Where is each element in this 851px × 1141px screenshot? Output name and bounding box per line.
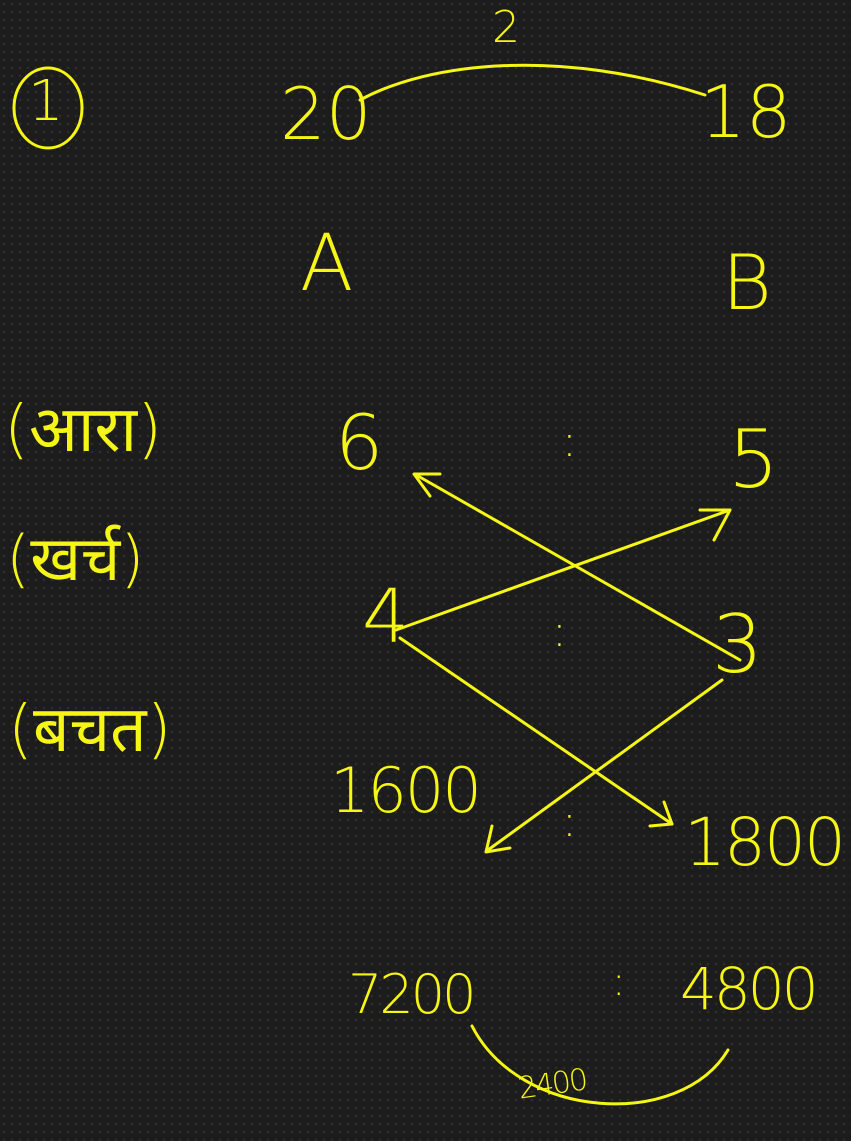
cross-arrow-3-to-6: [416, 474, 742, 662]
problem-number-circle: [12, 66, 84, 150]
row-income-a: 6: [335, 398, 384, 487]
ratio-arc: [358, 63, 707, 102]
problem-number: 1: [28, 69, 64, 134]
cross-arrow-4-to-5: [394, 508, 732, 632]
ratio-right-value: 18: [700, 70, 792, 154]
row-label-expense: (खर्च): [6, 522, 145, 595]
result-arc: [470, 1024, 730, 1106]
partner-a-heading: A: [300, 219, 354, 309]
result-b: 4800: [680, 955, 819, 1023]
row-expense-sep: :: [552, 606, 567, 657]
arrowhead-at-1600: [484, 824, 512, 854]
row-savings-a: 1600: [330, 754, 482, 827]
ratio-arc-label: 2: [492, 2, 520, 53]
row-label-income: (आरा): [4, 393, 163, 467]
arrowhead-at-6: [412, 472, 442, 498]
row-income-sep: :: [562, 416, 577, 467]
result-a: 7200: [348, 963, 476, 1026]
partner-b-heading: B: [722, 238, 772, 327]
row-expense-b: 3: [712, 598, 763, 691]
row-savings-sep: :: [562, 796, 577, 847]
arrowhead-at-1800: [648, 800, 674, 828]
ratio-left-value: 20: [280, 72, 372, 156]
row-income-b: 5: [728, 413, 779, 506]
cross-arrow-4-to-1800: [398, 636, 674, 826]
row-expense-a: 4: [362, 574, 410, 660]
row-savings-b: 1800: [684, 804, 846, 881]
arrowhead-at-5: [698, 508, 732, 542]
row-label-savings: (बचत): [8, 693, 172, 767]
cross-arrow-3-to-1600: [486, 678, 724, 852]
result-sep: :: [612, 959, 626, 1005]
